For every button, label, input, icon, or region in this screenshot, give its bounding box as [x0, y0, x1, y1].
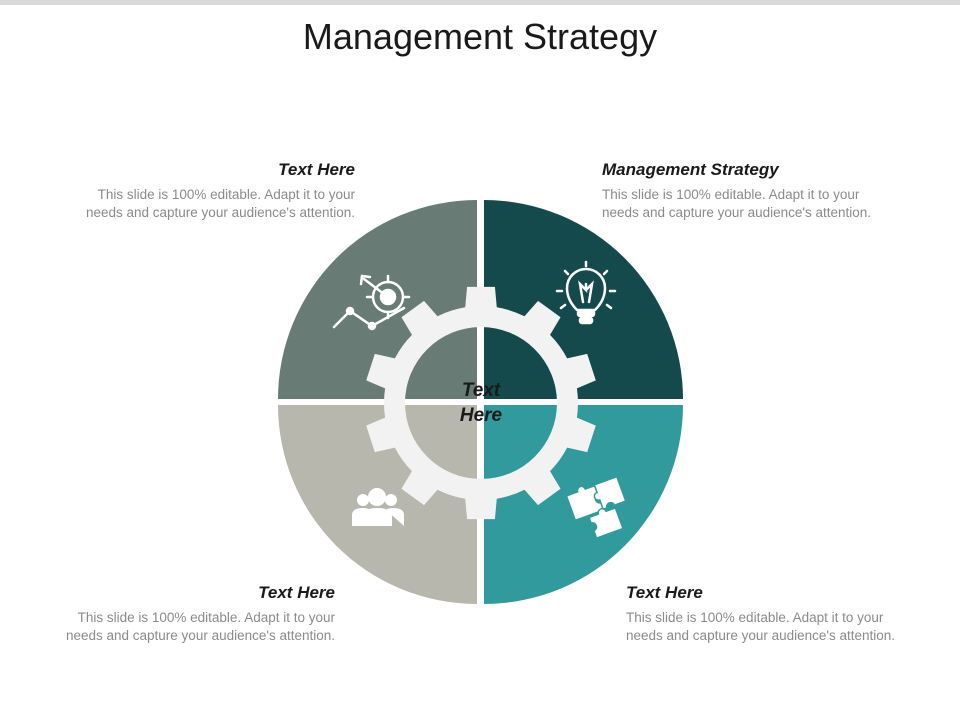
- block-body: This slide is 100% editable. Adapt it to…: [626, 610, 896, 643]
- lightbulb-icon: [555, 260, 617, 325]
- text-block-bottom-right: Text Here This slide is 100% editable. A…: [626, 583, 946, 645]
- text-block-top-right: Management Strategy This slide is 100% e…: [602, 160, 922, 222]
- block-heading: Management Strategy: [602, 160, 779, 179]
- puzzle-icon: [565, 475, 627, 540]
- target-growth-icon: [332, 274, 411, 331]
- block-heading: Text Here: [626, 583, 703, 602]
- slide-title: Management Strategy: [302, 16, 658, 57]
- block-body: This slide is 100% editable. Adapt it to…: [602, 187, 872, 220]
- text-block-bottom-left: Text Here This slide is 100% editable. A…: [15, 583, 335, 645]
- block-heading: Text Here: [278, 160, 355, 179]
- block-body: This slide is 100% editable. Adapt it to…: [85, 187, 355, 220]
- text-block-top-left: Text Here This slide is 100% editable. A…: [35, 160, 355, 222]
- block-heading: Text Here: [258, 583, 335, 602]
- center-label-line1: Text: [462, 380, 501, 401]
- top-bar: [0, 0, 960, 5]
- team-icon: [352, 488, 404, 526]
- block-body: This slide is 100% editable. Adapt it to…: [65, 610, 335, 643]
- gear-shape: [366, 286, 596, 520]
- center-label-line2: Here: [460, 405, 503, 426]
